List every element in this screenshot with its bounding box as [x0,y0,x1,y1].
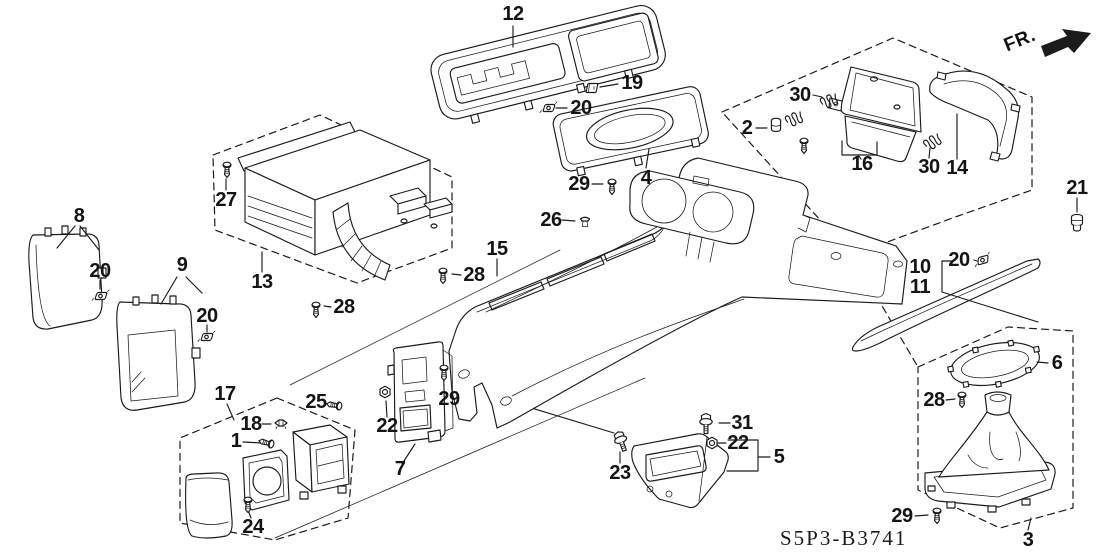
part-label-20[interactable]: 20 [89,260,111,282]
screw-icon [325,399,344,412]
part-label-12[interactable]: 12 [502,3,524,25]
part-label-20[interactable]: 20 [948,249,970,271]
part-label-20[interactable]: 20 [196,305,218,327]
part-9-side-pocket [116,294,201,411]
part-16-lid [828,66,922,163]
screw-icon [607,178,617,196]
part-label-30[interactable]: 30 [789,84,811,106]
dashed-box-17 [179,397,356,541]
screw-icon [799,137,809,155]
part-3-shift-boot [924,391,1056,513]
clip-nut-icon [972,251,993,268]
part-12-panel [430,4,666,124]
dashed-box-16-14 [721,37,1033,256]
part-label-28[interactable]: 28 [463,264,485,286]
push-clip-icon [579,216,591,228]
part-14-panel [929,70,1021,162]
part-label-21[interactable]: 21 [1066,177,1088,199]
spring-icon [784,109,805,129]
part-5-rear-bracket [631,433,729,509]
socket-icon [1070,213,1084,232]
part-label-24[interactable]: 24 [242,516,264,538]
screw-icon [932,507,942,525]
part-label-18[interactable]: 18 [240,413,262,435]
bracket-16 [841,140,878,160]
screw-icon [311,301,321,319]
part-15-console-body [448,157,908,429]
part-label-28[interactable]: 28 [923,389,945,411]
diagram-code: S5P3-B3741 [780,526,908,550]
part-label-22[interactable]: 22 [376,415,398,437]
part-label-29[interactable]: 29 [568,173,590,195]
part-label-6[interactable]: 6 [1051,352,1063,374]
knob-icon [770,117,782,133]
part-label-31[interactable]: 31 [731,412,753,434]
part-label-26[interactable]: 26 [540,209,562,231]
part-label-14[interactable]: 14 [946,157,968,179]
nut-icon [706,436,718,450]
part-label-15[interactable]: 15 [486,238,508,260]
part-label-2[interactable]: 2 [741,117,753,139]
part-7-bracket [387,341,454,443]
part-label-17[interactable]: 17 [214,383,236,405]
part-label-20[interactable]: 20 [570,97,592,119]
part-label-25[interactable]: 25 [305,391,327,413]
nut-icon [379,385,391,399]
dashed-connector [851,254,919,368]
dashed-box-3 [917,326,1074,529]
part-label-9[interactable]: 9 [176,254,188,276]
part-label-4[interactable]: 4 [640,167,652,189]
clip-icon [585,82,599,94]
dashed-box-13 [212,114,453,284]
clip-nut-icon [539,101,558,114]
part-label-30[interactable]: 30 [918,156,940,178]
part-label-10[interactable]: 10 [909,256,931,278]
part-13-tray-assembly [237,121,453,281]
clip-nut-icon [197,330,216,343]
screw-icon [222,161,232,179]
bracket-5 [726,439,771,472]
part-label-29[interactable]: 29 [438,388,460,410]
part-label-22[interactable]: 22 [727,432,749,454]
part-label-27[interactable]: 27 [215,189,237,211]
part-label-13[interactable]: 13 [251,271,273,293]
spring-icon [922,131,944,153]
part-label-29[interactable]: 29 [891,505,913,527]
bolt-icon [611,429,632,454]
fr-arrow-icon [1041,29,1091,57]
bolt-icon [699,412,713,435]
part-6-boot-ring [947,339,1040,388]
part-label-19[interactable]: 19 [621,72,643,94]
dashed-group-boxes [179,37,1074,541]
screw-icon [957,391,967,409]
part-label-3[interactable]: 3 [1022,529,1034,551]
bracket-10-11 [941,260,1039,323]
part-10-11-trim-strip [851,258,1041,352]
part-label-16[interactable]: 16 [851,153,873,175]
part-label-7[interactable]: 7 [394,458,406,480]
part-label-23[interactable]: 23 [609,462,631,484]
screw-icon [257,436,276,450]
part-label-1[interactable]: 1 [230,430,242,452]
part-label-11[interactable]: 11 [909,276,931,298]
part-4-panel [552,86,709,177]
part-17-ashtray-assembly [185,424,350,539]
clip-icon [274,419,288,430]
screw-icon [438,267,448,285]
part-label-8[interactable]: 8 [73,205,85,227]
part-label-5[interactable]: 5 [773,446,785,468]
part-8-side-lid [28,225,107,330]
leader-lines [56,25,1078,531]
part-label-28[interactable]: 28 [333,296,355,318]
